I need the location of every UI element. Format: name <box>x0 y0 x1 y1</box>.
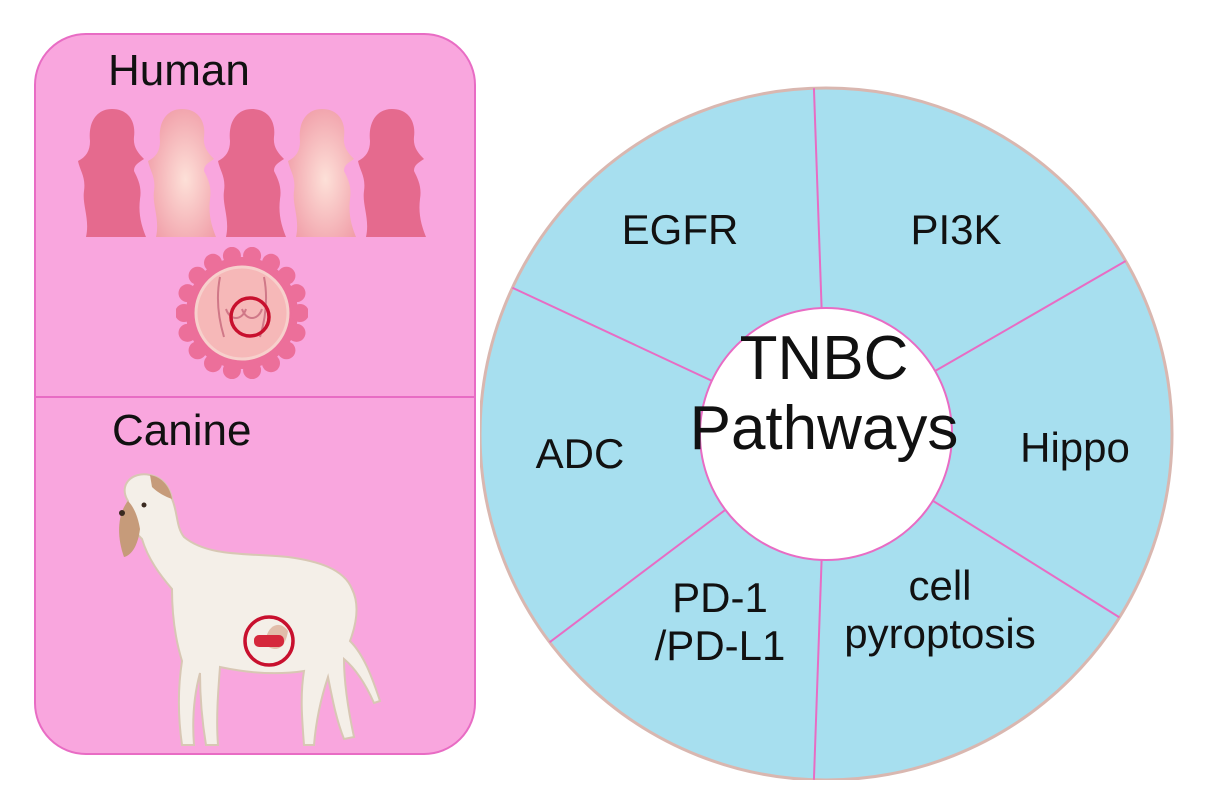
tumor-circle-icon <box>243 615 295 667</box>
panel-divider <box>36 396 474 398</box>
segment-divider <box>932 260 1127 373</box>
dog-icon <box>119 473 382 746</box>
segment-label-adc: ADC <box>535 430 625 477</box>
cell-pyroptosis-line1: cell <box>908 562 972 609</box>
female-silhouette-icon <box>148 109 216 237</box>
female-silhouette-icon <box>218 109 286 237</box>
tumor-circle-icon <box>229 296 271 338</box>
pathway-wheel <box>480 86 1174 780</box>
female-silhouette-icon <box>288 109 356 237</box>
segment-label-pd1-pdl1: PD-1 /PD-L1 <box>630 574 810 670</box>
species-panel: Human Canine <box>34 33 476 755</box>
segment-label-hippo: Hippo <box>1020 424 1130 471</box>
segment-label-pi3k: PI3K <box>910 206 1002 253</box>
female-silhouette-icon <box>358 109 426 237</box>
center-label-line2: Pathways <box>689 394 959 463</box>
human-label: Human <box>108 46 250 95</box>
segment-divider <box>511 286 715 383</box>
segment-divider <box>812 88 823 311</box>
segment-divider <box>930 498 1120 619</box>
wheel-center-circle <box>699 307 953 561</box>
center-label-line1: TNBC <box>739 324 909 393</box>
breast-exam-icon <box>176 247 308 379</box>
canine-label: Canine <box>112 406 252 455</box>
center-label: TNBC Pathways <box>676 324 972 464</box>
segment-label-egfr: EGFR <box>621 206 739 253</box>
female-silhouette-icon <box>78 109 146 237</box>
cell-pyroptosis-line2: pyroptosis <box>844 610 1036 657</box>
pd1-line1: PD-1 <box>672 574 768 621</box>
segment-divider <box>549 507 728 644</box>
pd1-line2: /PD-L1 <box>654 622 786 669</box>
segment-divider <box>812 557 823 780</box>
segment-label-cell-pyroptosis: cell pyroptosis <box>820 562 1060 658</box>
